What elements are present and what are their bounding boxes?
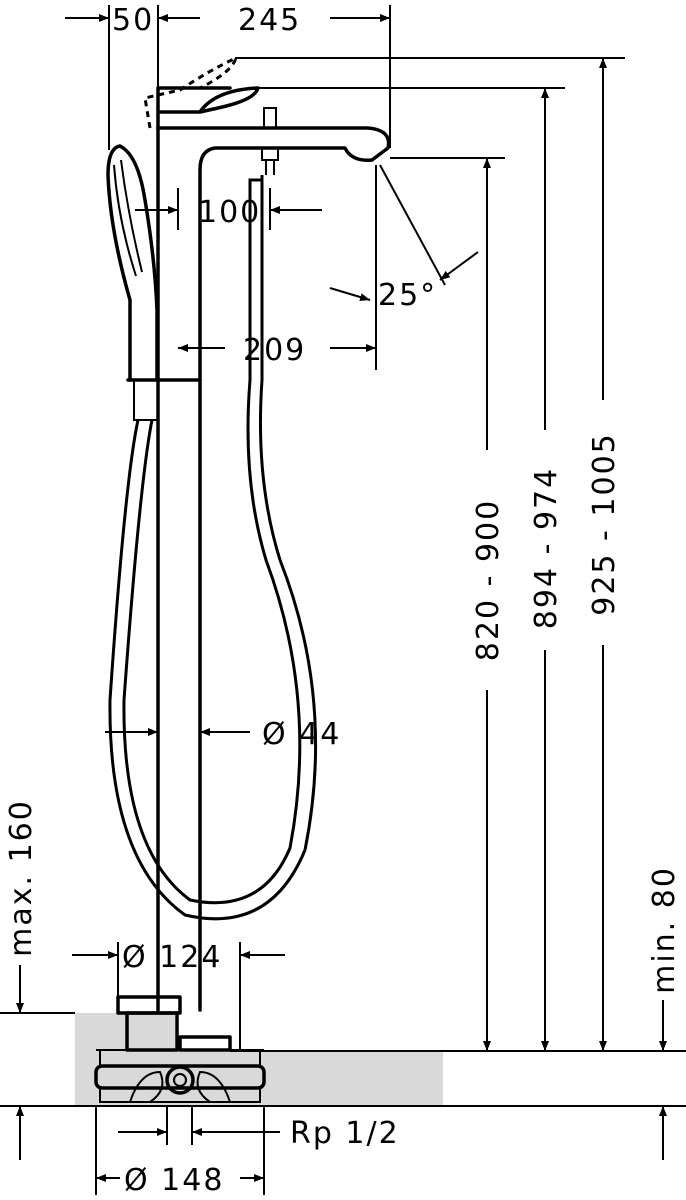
spout: [156, 126, 391, 382]
label-rp-1-2: Rp 1/2: [290, 1116, 400, 1151]
hand-shower-outline: [106, 144, 159, 382]
label-25-degrees: 25°: [378, 278, 437, 313]
base-collar: [116, 995, 182, 1015]
floor-area: [0, 1012, 686, 1107]
dimline-angle-b: [439, 251, 479, 281]
plate-bottom: [99, 1087, 261, 1103]
label-100: 100: [198, 195, 261, 230]
holder-sleeve: [133, 379, 159, 421]
label-245: 245: [238, 3, 301, 38]
hand-shower-face-2: [120, 159, 143, 273]
label-dia-44: Ø 44: [262, 717, 341, 752]
label-min-80: min. 80: [647, 866, 682, 994]
inlet-bracket-left: [129, 1070, 164, 1103]
hose-outer: [108, 180, 318, 921]
hose-inner: [122, 175, 302, 905]
handle-alt-position: [143, 55, 239, 129]
label-894-974: 894 - 974: [529, 467, 564, 629]
floor-cutout: [175, 1013, 443, 1050]
label-925-1005: 925 - 1005: [587, 432, 622, 616]
label-max-160: max. 160: [4, 799, 39, 957]
base-assembly: [94, 995, 266, 1103]
dimension-labels: 50 245 100 25° 209 820 - 900 894 - 974 9…: [4, 3, 682, 1198]
mixer-handle: [158, 86, 260, 114]
inlet-ring-outer: [165, 1065, 195, 1095]
hand-shower-face: [113, 164, 137, 277]
label-50: 50: [112, 3, 154, 38]
ext-angle: [379, 164, 446, 286]
inlet-ring-inner: [173, 1073, 187, 1087]
shower-hose: [108, 175, 318, 921]
hose-connector: [261, 147, 279, 161]
inlet-bracket-right: [196, 1070, 231, 1103]
dimension-lines: [16, 14, 667, 1182]
label-dia-124: Ø 124: [122, 940, 222, 975]
label-209: 209: [243, 333, 306, 368]
label-dia-148: Ø 148: [124, 1163, 224, 1198]
dimline-angle-a: [329, 287, 371, 301]
diverter-knob: [263, 107, 277, 129]
label-820-900: 820 - 900: [471, 499, 506, 661]
hand-shower: [106, 144, 159, 382]
